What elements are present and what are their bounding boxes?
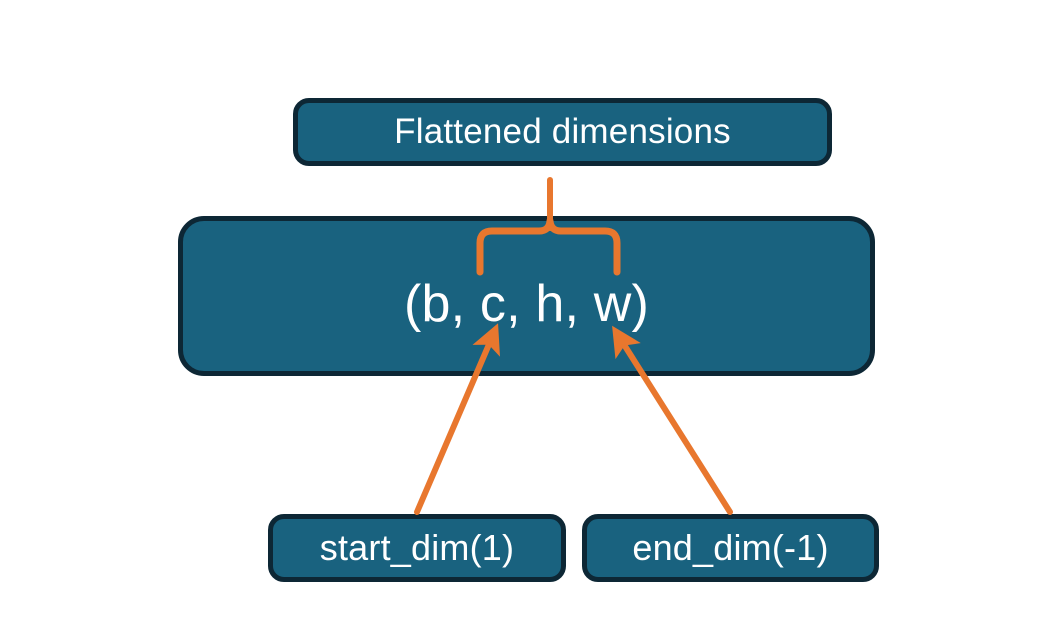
end-dim-label: end_dim(-1)	[632, 527, 829, 568]
flattened-dimensions-node: Flattened dimensions	[293, 98, 832, 166]
start-dim-label: start_dim(1)	[319, 527, 515, 568]
tensor-shape-label: (b, c, h, w)	[403, 275, 650, 333]
tensor-shape-node: (b, c, h, w)	[178, 216, 875, 376]
flattened-dimensions-label: Flattened dimensions	[394, 112, 731, 151]
start-dim-node: start_dim(1)	[268, 514, 566, 582]
end-dim-node: end_dim(-1)	[582, 514, 879, 582]
